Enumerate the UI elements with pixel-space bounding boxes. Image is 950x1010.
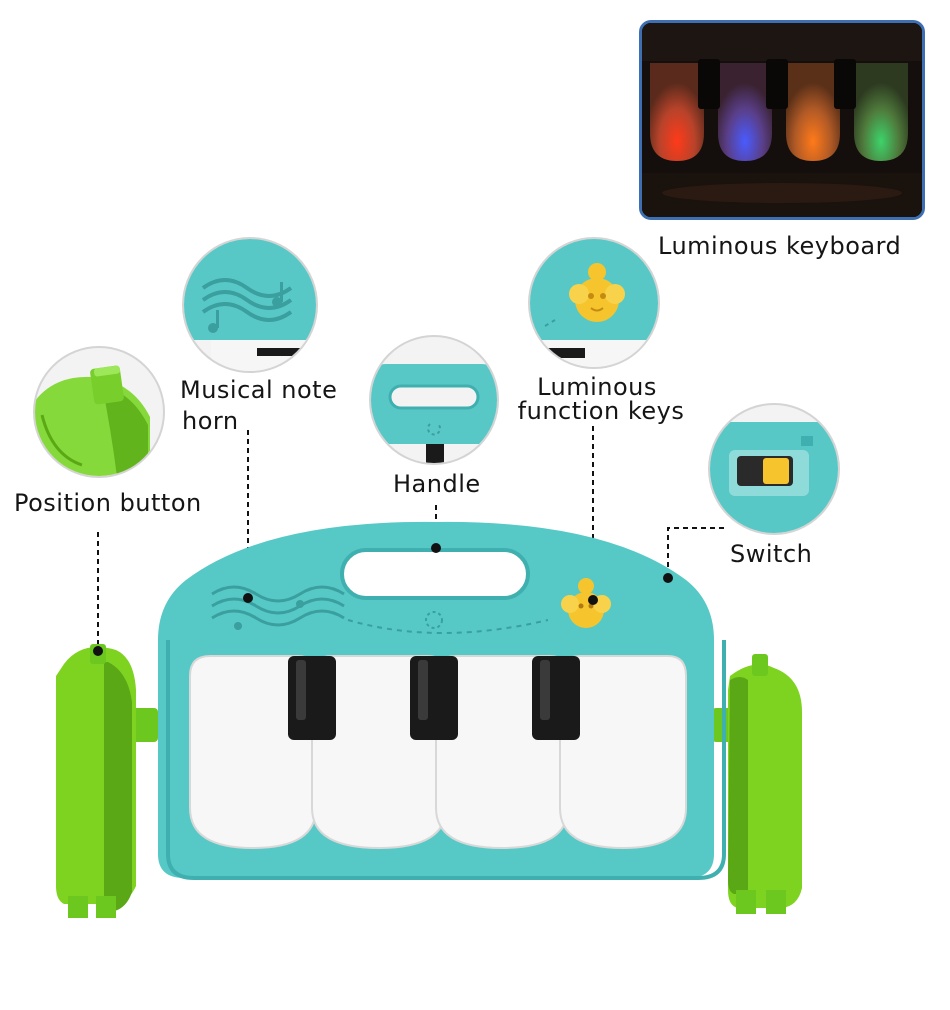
musical-note-horn-detail <box>182 237 318 373</box>
luminous-function-keys-detail <box>528 237 660 369</box>
position-button-detail <box>33 346 165 478</box>
handle-label: Handle <box>393 470 481 498</box>
luminous-keyboard-photo <box>639 20 925 220</box>
left-side-clip <box>56 644 158 918</box>
luminous-function-keys-label-line2: function keys <box>517 397 685 425</box>
glowing-keys-image <box>642 23 922 217</box>
black-key-2 <box>410 656 458 740</box>
black-key-3 <box>532 656 580 740</box>
leader-dots <box>93 543 673 656</box>
handle-detail <box>369 335 499 465</box>
musical-note-horn-label-line2: horn <box>182 407 239 435</box>
luminous-keyboard-label: Luminous keyboard <box>658 232 902 260</box>
piano-keys <box>189 655 687 850</box>
right-side-clip <box>712 654 802 914</box>
position-button-label: Position button <box>14 489 202 517</box>
luminous-function-keys-label-line1: Luminous <box>537 373 657 401</box>
switch-label: Switch <box>730 540 813 568</box>
musical-note-horn-label-line1: Musical note <box>180 376 338 404</box>
switch-detail <box>708 403 840 535</box>
black-key-1 <box>288 656 336 740</box>
